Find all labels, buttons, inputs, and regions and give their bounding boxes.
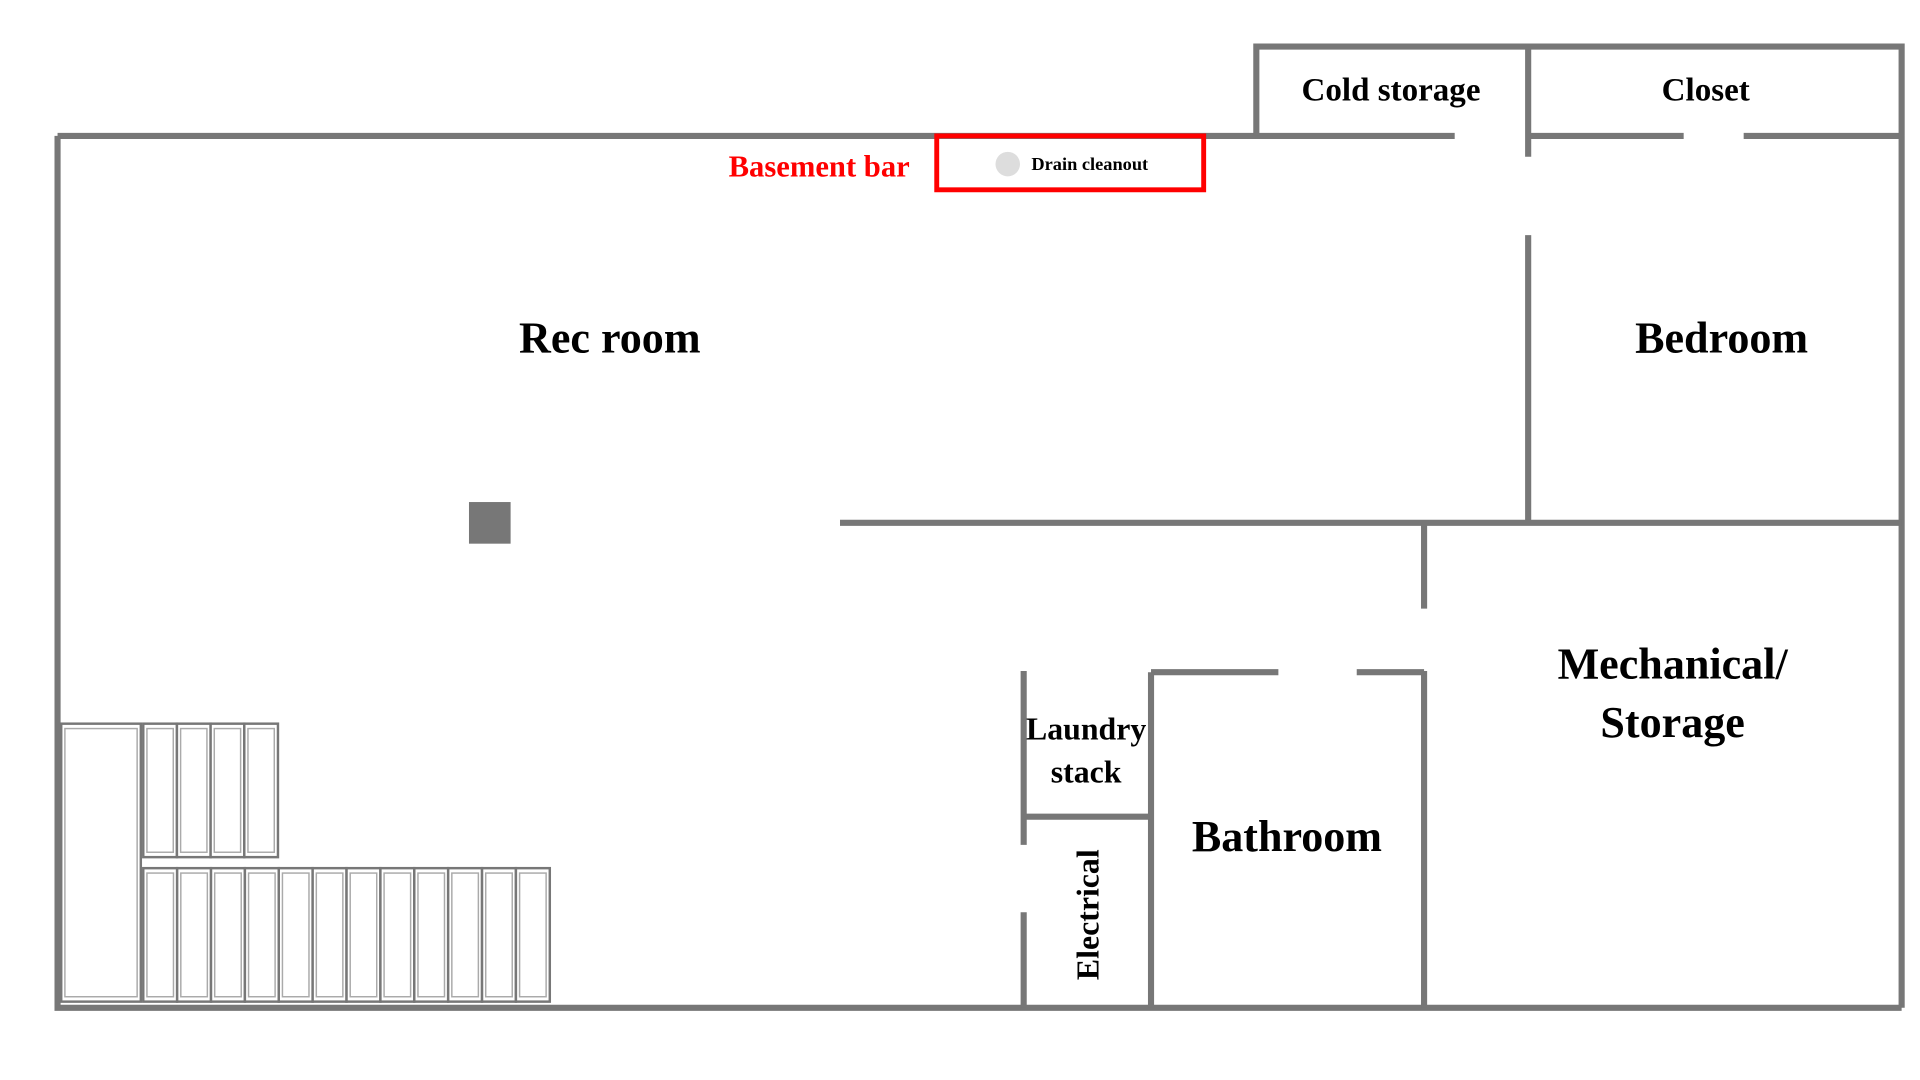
stair-tread-inner xyxy=(349,872,378,998)
stair-tread-inner xyxy=(518,872,547,998)
room-laundry-line2: stack xyxy=(1051,754,1122,789)
stair-tread-inner xyxy=(281,872,310,998)
stair-tread xyxy=(345,866,382,1003)
walls xyxy=(54,43,1905,1011)
stair-tread xyxy=(142,722,179,859)
stairs xyxy=(59,722,552,1003)
stair-tread-inner xyxy=(213,872,242,998)
stair-tread xyxy=(379,866,416,1003)
stair-tread-inner xyxy=(451,872,480,998)
stair-tread-inner xyxy=(383,872,412,998)
drain-cleanout-label: Drain cleanout xyxy=(1031,154,1149,174)
stair-tread xyxy=(243,866,280,1003)
stair-tread-inner xyxy=(315,872,344,998)
room-bathroom: Bathroom xyxy=(1192,812,1382,861)
stair-tread xyxy=(413,866,450,1003)
stair-tread-inner xyxy=(146,872,175,998)
room-cold-storage: Cold storage xyxy=(1302,72,1481,108)
room-electrical: Electrical xyxy=(1070,849,1105,980)
stair-tread xyxy=(209,722,246,859)
room-bedroom: Bedroom xyxy=(1635,314,1808,363)
stair-tread xyxy=(277,866,314,1003)
stair-tread xyxy=(142,866,179,1003)
stair-tread-inner xyxy=(180,872,209,998)
stair-tread xyxy=(243,722,280,859)
stair-tread-inner xyxy=(247,872,276,998)
room-mechanical-line2: Storage xyxy=(1600,698,1744,747)
basement-bar-highlight xyxy=(934,133,1207,193)
basement-bar-label: Basement bar xyxy=(729,149,910,183)
stair-tread xyxy=(446,866,484,1003)
stair-tread-inner xyxy=(417,872,446,998)
drain-cleanout-icon xyxy=(995,151,1020,177)
stair-tread-inner xyxy=(213,727,242,853)
room-closet: Closet xyxy=(1662,72,1750,108)
stair-tread xyxy=(209,866,247,1003)
room-mechanical-line1: Mechanical/ xyxy=(1558,639,1789,688)
stair-tread xyxy=(175,722,212,859)
stair-tread xyxy=(311,866,348,1003)
stair-tread xyxy=(480,866,518,1003)
stair-tread-inner xyxy=(247,727,276,853)
room-rec-room: Rec room xyxy=(519,314,701,363)
stair-tread xyxy=(514,866,552,1003)
pillar xyxy=(468,502,511,544)
stair-tread xyxy=(175,866,213,1003)
stair-tread-inner xyxy=(146,727,174,853)
room-laundry-line1: Laundry xyxy=(1026,712,1146,747)
stair-tread-inner xyxy=(179,727,208,853)
stair-tread-inner xyxy=(484,872,513,998)
